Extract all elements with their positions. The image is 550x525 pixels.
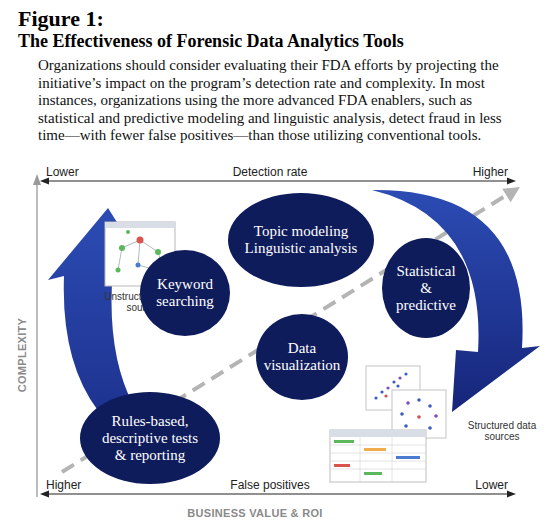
- network-node: [136, 263, 141, 268]
- scatter-dot: [392, 380, 395, 383]
- network-link: [118, 248, 122, 270]
- spreadsheet-bar: [364, 472, 382, 475]
- spreadsheet-bar: [334, 440, 354, 443]
- trend-arrowhead: [502, 187, 520, 202]
- node-label: Rules-based, descriptive tests & reporti…: [98, 413, 203, 464]
- figure-title: Figure 1:: [18, 7, 538, 31]
- scatter-dot: [428, 404, 432, 408]
- axis-end-label: Higher: [440, 165, 508, 179]
- ellipse-shape: [382, 238, 470, 338]
- ellipse-shape: [228, 193, 374, 287]
- ellipse-shape: [256, 314, 348, 400]
- scatter-dot: [428, 426, 432, 430]
- false-positive-axis-line: [47, 493, 509, 494]
- network-node: [126, 230, 130, 234]
- axis-title: Detection rate: [200, 165, 340, 179]
- axis-title: BUSINESS VALUE & ROI: [105, 506, 405, 520]
- axis-end-label: Lower: [440, 478, 508, 492]
- figure-caption: Organizations should consider evaluating…: [38, 57, 520, 145]
- ellipse-node: Data visualization: [256, 314, 348, 400]
- ellipse-node: Topic modeling Linguistic analysis: [228, 193, 374, 287]
- scatter-dot: [380, 390, 383, 393]
- y-axis-arrowhead: [33, 174, 41, 185]
- scatter-dot: [404, 424, 408, 428]
- scatter-dot: [396, 384, 399, 387]
- spreadsheet-column-line: [360, 437, 361, 482]
- scatter-dot: [386, 386, 389, 389]
- trend-dashed-line: [62, 196, 505, 472]
- node-label: Data visualization: [261, 340, 343, 374]
- false-positive-axis-arrowhead: [507, 491, 516, 498]
- scatter-dot: [384, 394, 387, 397]
- scatter-dot: [417, 415, 421, 419]
- detection-axis-arrowhead: [507, 178, 516, 185]
- network-link: [138, 240, 140, 265]
- scatter-dot: [434, 414, 438, 418]
- axis-end-label: Lower: [46, 165, 106, 179]
- scatter-dot: [374, 396, 377, 399]
- ellipse-shape: [140, 250, 230, 336]
- axis-title: False positives: [200, 478, 340, 492]
- network-node: [119, 245, 125, 251]
- ellipse-node: Keyword searching: [140, 250, 230, 336]
- node-label: Keyword searching: [148, 276, 223, 310]
- ellipse-node: Rules-based, descriptive tests & reporti…: [80, 392, 220, 484]
- scatter-dot: [400, 412, 404, 416]
- spreadsheet-bar: [334, 464, 350, 467]
- scatter-dot: [404, 372, 407, 375]
- axis-end-label: Higher: [46, 478, 106, 492]
- spreadsheet-row-line: [330, 469, 426, 470]
- y-axis-line: [36, 183, 37, 497]
- spreadsheet-screenshot: [330, 430, 426, 482]
- spreadsheet-bar: [364, 448, 386, 451]
- node-label: Statistical & predictive: [391, 263, 461, 314]
- spreadsheet-header: [330, 430, 426, 437]
- screenshot-title-bar: [105, 222, 175, 228]
- spreadsheet-row-line: [330, 453, 426, 454]
- spreadsheet-row-line: [330, 445, 426, 446]
- spreadsheet-bar: [396, 456, 420, 459]
- scatter-dot: [406, 401, 410, 405]
- data-source-label: Structured data sources: [466, 420, 538, 442]
- detection-axis-line: [47, 180, 509, 181]
- ellipse-shape: [80, 392, 220, 484]
- spreadsheet-column-line: [392, 437, 393, 482]
- network-node: [155, 249, 161, 255]
- ellipse-node: Statistical & predictive: [382, 238, 470, 338]
- axis-title: COMPLEXITY: [15, 305, 29, 405]
- scatter-dot: [417, 398, 421, 402]
- network-node: [137, 237, 144, 244]
- network-node: [116, 268, 121, 273]
- spreadsheet-row-line: [330, 461, 426, 462]
- node-label: Topic modeling Linguistic analysis: [239, 223, 364, 257]
- scatter-dot: [398, 376, 401, 379]
- figure-subtitle: The Effectiveness of Forensic Data Analy…: [18, 31, 543, 51]
